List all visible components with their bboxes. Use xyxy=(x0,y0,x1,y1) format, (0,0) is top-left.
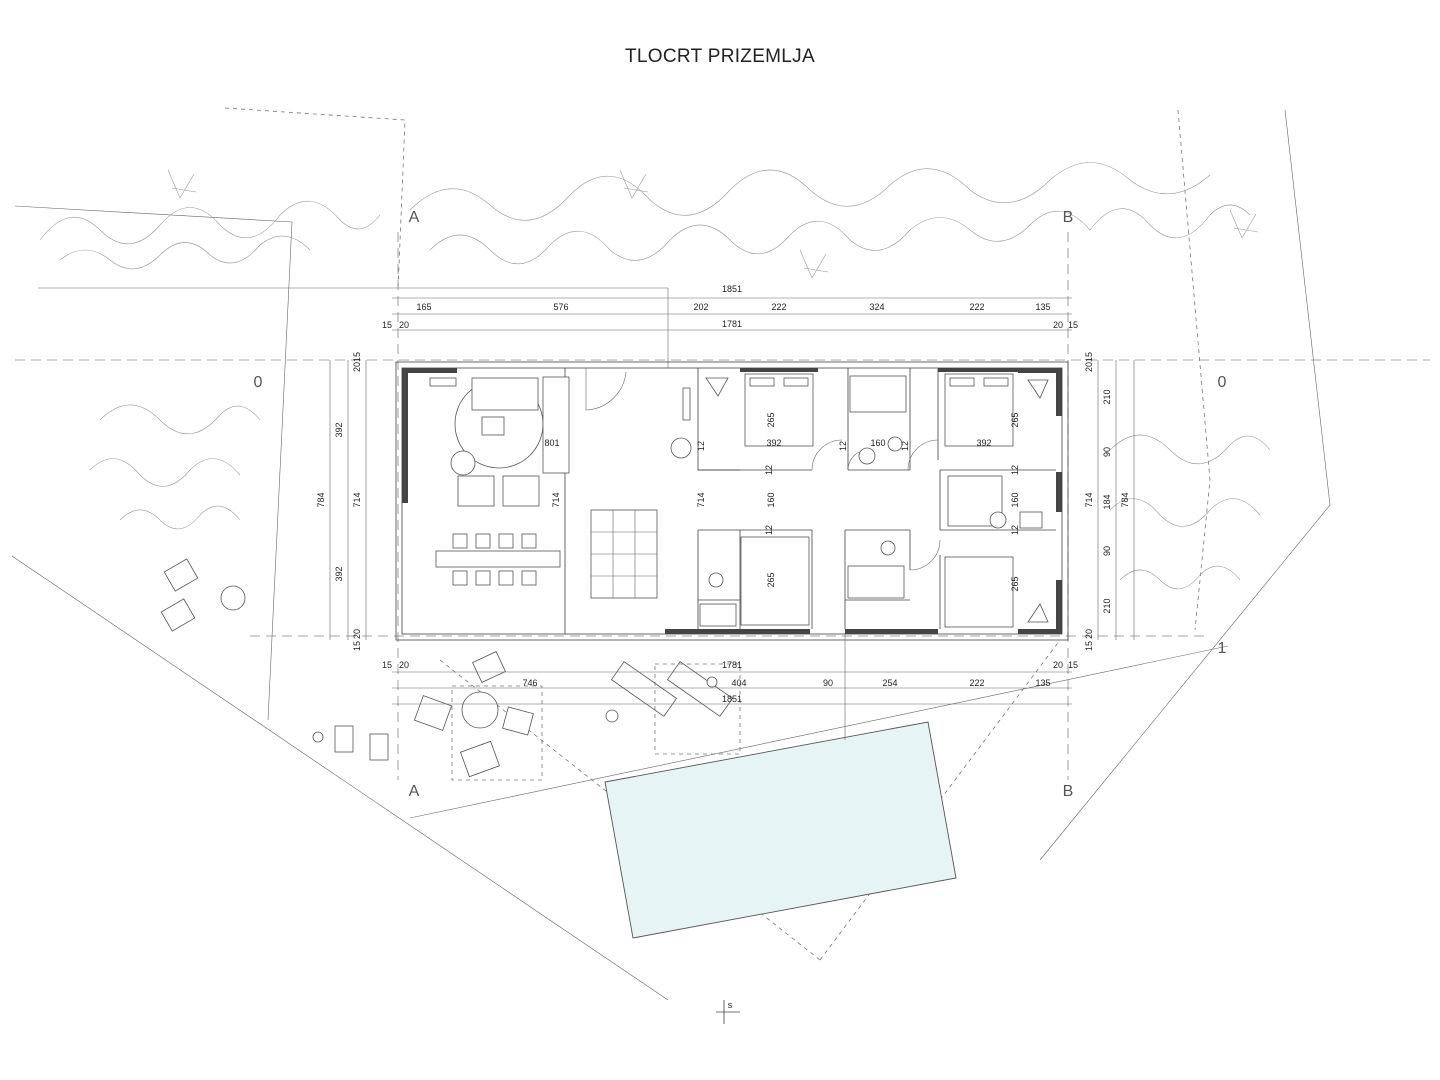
dim-top-seg: 222 xyxy=(771,302,786,312)
dim-bottom-seg: 135 xyxy=(1035,678,1050,688)
dim-right-overall: 784 xyxy=(1120,492,1130,507)
dim-wall: 12 xyxy=(764,525,774,535)
dim-bed2-depth: 265 xyxy=(1010,412,1020,427)
interior-walls xyxy=(564,368,1056,634)
dim-bed1-depth: 265 xyxy=(766,412,776,427)
dim-bed3-depth: 265 xyxy=(766,572,776,587)
dim-top-seg: 135 xyxy=(1035,302,1050,312)
dim-left-offset: 20 xyxy=(352,629,362,639)
dim-living-width: 801 xyxy=(544,438,559,448)
axis-label-a-top: A xyxy=(409,209,420,226)
vegetation xyxy=(39,162,1271,590)
dim-right-seg: 184 xyxy=(1102,494,1112,509)
dim-hall-width: 160 xyxy=(766,492,776,507)
dim-right-offset: 15 xyxy=(1084,641,1094,651)
dim-wall: 12 xyxy=(838,441,848,451)
dim-wall: 12 xyxy=(1010,465,1020,475)
dim-bottom-seg: 404 xyxy=(731,678,746,688)
dim-bottom-overall: 1851 xyxy=(722,694,742,704)
dim-right-seg: 90 xyxy=(1102,447,1112,457)
dim-bottom-seg: 746 xyxy=(522,678,537,688)
dim-bottom-seg: 90 xyxy=(823,678,833,688)
dim-top-offset: 20 xyxy=(1053,320,1063,330)
dim-left-seg: 392 xyxy=(334,422,344,437)
axis-label-1: 1 xyxy=(1218,640,1227,657)
dim-bed4-depth: 265 xyxy=(1010,576,1020,591)
dim-right-seg: 210 xyxy=(1102,389,1112,404)
dim-left-inner: 714 xyxy=(352,492,362,507)
drawing-title: TLOCRT PRIZEMLJA xyxy=(625,46,815,67)
dim-right-offset: 20 xyxy=(1084,362,1094,372)
dim-bottom-offset: 20 xyxy=(399,660,409,670)
dim-left-offset: 15 xyxy=(352,352,362,362)
dim-left-offset: 20 xyxy=(352,362,362,372)
axis-label-0-left: 0 xyxy=(254,374,263,391)
dimension-lines xyxy=(329,288,1135,1024)
dim-wall: 12 xyxy=(696,441,706,451)
dim-bed1-width: 392 xyxy=(766,438,781,448)
north-marker-label: s xyxy=(728,1000,733,1010)
axis-label-a-bottom: A xyxy=(409,783,420,800)
dim-top-offset: 20 xyxy=(399,320,409,330)
dim-right-offset: 15 xyxy=(1084,352,1094,362)
axis-label-b-top: B xyxy=(1063,209,1074,226)
dim-wall: 12 xyxy=(1010,525,1020,535)
dim-top-seg: 324 xyxy=(869,302,884,312)
dim-bottom-offset: 15 xyxy=(1068,660,1078,670)
dim-top-inner: 1781 xyxy=(722,319,742,329)
furniture xyxy=(160,373,1049,781)
doors xyxy=(585,368,941,571)
dim-bed2-width: 392 xyxy=(976,438,991,448)
dim-right-seg: 210 xyxy=(1102,598,1112,613)
dim-bath-width: 160 xyxy=(870,438,885,448)
axis-label-b-bottom: B xyxy=(1063,783,1074,800)
dim-bottom-seg: 254 xyxy=(882,678,897,688)
dim-living-depth: 714 xyxy=(551,492,561,507)
dim-left-seg: 392 xyxy=(334,566,344,581)
dim-top-offset: 15 xyxy=(1068,320,1078,330)
dim-right-inner: 714 xyxy=(1084,492,1094,507)
dim-left-overall: 784 xyxy=(316,492,326,507)
dim-top-offset: 15 xyxy=(382,320,392,330)
dim-bottom-offset: 20 xyxy=(1053,660,1063,670)
pool xyxy=(604,721,957,939)
dim-top-seg: 222 xyxy=(969,302,984,312)
dim-kitchen-depth: 714 xyxy=(696,492,706,507)
building-outline xyxy=(395,361,1069,641)
dim-left-offset: 15 xyxy=(352,641,362,651)
dim-bottom-offset: 15 xyxy=(382,660,392,670)
dim-right-seg: 90 xyxy=(1102,546,1112,556)
dim-bottom-inner: 1781 xyxy=(722,660,742,670)
dim-top-seg: 202 xyxy=(693,302,708,312)
dim-bottom-seg: 222 xyxy=(969,678,984,688)
dim-bath2-width: 160 xyxy=(1010,492,1020,507)
dim-top-seg: 165 xyxy=(416,302,431,312)
axis-label-0-right: 0 xyxy=(1218,374,1227,391)
dim-wall: 12 xyxy=(900,441,910,451)
dim-top-overall: 1851 xyxy=(722,284,742,294)
dim-top-seg: 576 xyxy=(553,302,568,312)
dim-right-offset: 20 xyxy=(1084,629,1094,639)
dim-wall: 12 xyxy=(764,465,774,475)
